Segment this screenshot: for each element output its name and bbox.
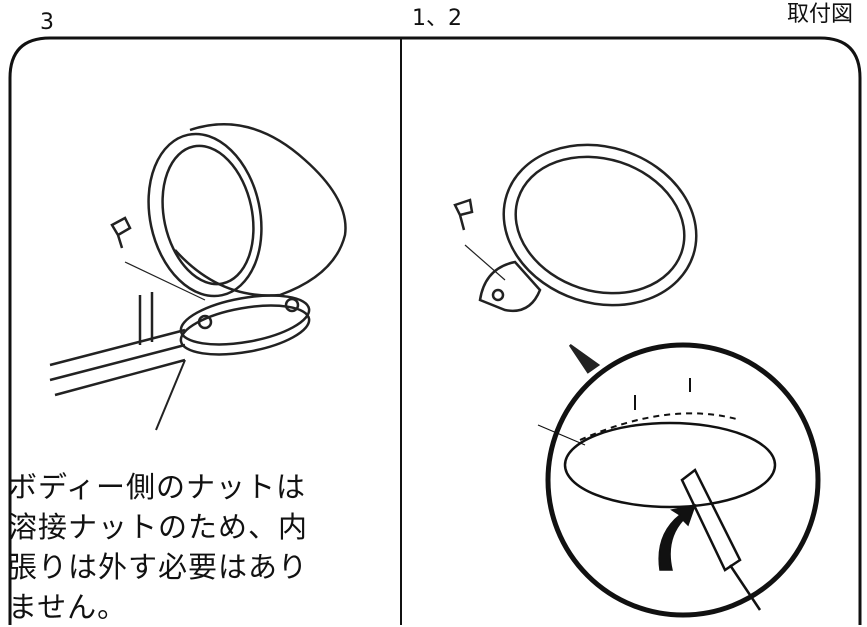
mount-bracket: [478, 260, 542, 313]
right-mirror-illustration: [453, 143, 698, 374]
step-label-left: 3: [40, 10, 54, 35]
screw-icon: [110, 216, 132, 249]
note-line: 溶接ナットのため、内: [8, 510, 309, 544]
note-text: ボディー側のナットは 溶接ナットのため、内 張りは外す必要はあり ません。: [8, 467, 398, 627]
mirror-shell: [174, 123, 347, 297]
detail-base-plate: [563, 421, 777, 509]
step-label-right: 1、2: [412, 6, 462, 31]
screw-icon-right: [453, 198, 474, 231]
arrow-down-icon: [568, 343, 601, 374]
note-line: ボディー側のナットは: [8, 470, 306, 504]
left-mirror-illustration: [49, 123, 347, 431]
note-line: ません。: [8, 590, 128, 624]
note-line: 張りは外す必要はあり: [8, 550, 309, 584]
diagram-title: 取付図: [786, 2, 853, 27]
door-frame: [49, 292, 186, 397]
detail-magnifier: [537, 342, 821, 618]
mirror-oval-inner: [514, 155, 686, 295]
mirror-oval-outer: [502, 143, 698, 307]
pointer-line: [155, 359, 186, 431]
mirror-face-inner: [161, 144, 255, 286]
mirror-face-outer: [147, 132, 263, 298]
rotate-arrow-icon: [658, 503, 697, 571]
panel-frame: [8, 36, 862, 625]
detail-circle: [545, 342, 821, 618]
screwdriver-icon: [680, 468, 762, 611]
